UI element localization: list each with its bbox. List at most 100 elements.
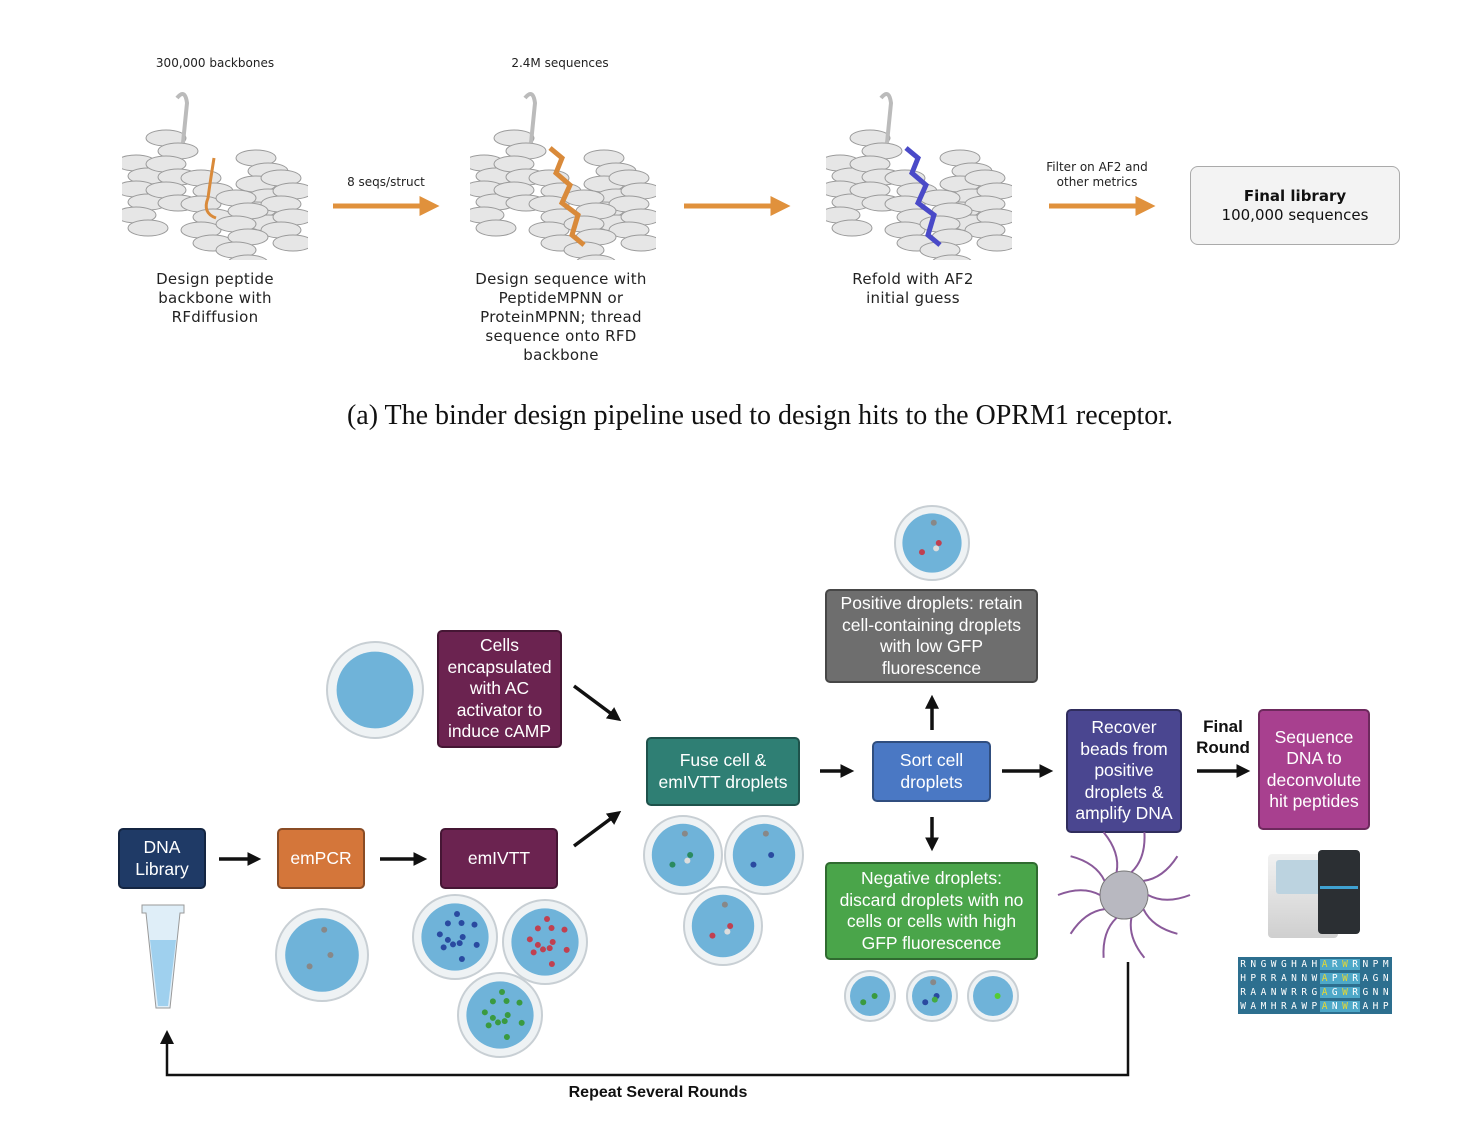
- sequence-residue: R: [1260, 972, 1267, 984]
- sequence-residue: A: [1362, 972, 1369, 984]
- sequence-count: 2.4M sequences: [511, 56, 609, 70]
- sequence-residue: R: [1350, 958, 1361, 970]
- sequence-residue: H: [1372, 1000, 1379, 1012]
- helix-segment: [475, 219, 517, 237]
- helix-segment: [831, 219, 873, 237]
- sequence-residue: N: [1362, 958, 1369, 970]
- sequence-residue: G: [1311, 986, 1318, 998]
- sequence-box: Sequence DNA to deconvolute hit peptides: [1258, 709, 1370, 830]
- arrow-label-3: Filter on AF2 and other metrics: [1046, 160, 1148, 189]
- sequence-residue: W: [1311, 972, 1318, 984]
- sequence-residue: G: [1362, 986, 1369, 998]
- sequence-residue: A: [1250, 1000, 1257, 1012]
- protein-structure-1: [122, 92, 308, 260]
- sequence-residue: N: [1301, 972, 1308, 984]
- sequence-residue: R: [1240, 958, 1246, 970]
- positive-droplets-box: Positive droplets: retain cell-containin…: [825, 589, 1038, 683]
- repeat-loop-line: [165, 962, 1130, 1077]
- step-3-label: Refold with AF2 initial guess: [852, 270, 974, 307]
- sequence-residue: R: [1270, 972, 1277, 984]
- sequence-residue: A: [1280, 972, 1287, 984]
- sequence-residue: A: [1319, 1000, 1330, 1012]
- arrow-label-1: 8 seqs/struct: [347, 175, 425, 189]
- backbone-count: 300,000 backbones: [155, 56, 275, 70]
- sequence-residue: M: [1382, 958, 1389, 970]
- sequence-residue: N: [1372, 986, 1379, 998]
- empcr-box: emPCR: [277, 828, 365, 889]
- helix-segment: [127, 219, 169, 237]
- helix-segment: [932, 254, 972, 260]
- sequence-residue: R: [1350, 1000, 1361, 1012]
- sequence-residue: G: [1372, 972, 1379, 984]
- repeat-label: Repeat Several Rounds: [568, 1084, 748, 1101]
- sequence-residue: W: [1280, 986, 1287, 998]
- sequence-residue: P: [1329, 972, 1340, 984]
- sequence-residue: N: [1382, 972, 1389, 984]
- sequence-residue: R: [1280, 1000, 1287, 1012]
- sequence-residue: A: [1250, 986, 1257, 998]
- sequence-residue: N: [1250, 958, 1257, 970]
- sort-box: Sort cell droplets: [872, 741, 991, 802]
- protein-structure-3: [826, 92, 1012, 260]
- sequence-residue: A: [1260, 986, 1267, 998]
- helix-segment: [976, 234, 1012, 252]
- sequence-residue: R: [1350, 972, 1361, 984]
- protein-structure-2: [470, 92, 656, 260]
- recover-box: Recover beads from positive droplets & a…: [1066, 709, 1182, 833]
- sequence-residue: W: [1339, 958, 1351, 970]
- repeat-loop-arrowhead: [160, 1030, 174, 1044]
- sequence-residue: R: [1301, 986, 1308, 998]
- sequence-residue: R: [1291, 986, 1297, 998]
- sequence-residue: N: [1270, 986, 1277, 998]
- sequence-residue: W: [1339, 1000, 1351, 1012]
- sequence-residue: H: [1311, 958, 1318, 970]
- sequence-residue: H: [1240, 972, 1246, 984]
- sequence-residue: H: [1291, 958, 1297, 970]
- helix-segment: [228, 254, 268, 260]
- sequence-residue: G: [1329, 986, 1340, 998]
- sequence-residue: W: [1339, 972, 1351, 984]
- peptide-backbone: [204, 157, 217, 220]
- sequence-residue: N: [1329, 1000, 1340, 1012]
- loop: [523, 92, 538, 144]
- step-2-label: Design sequence with PeptideMPNN or Prot…: [475, 270, 647, 364]
- helix-segment: [620, 234, 656, 252]
- final-library-title: Final library: [1243, 187, 1347, 205]
- sequence-residue: H: [1270, 1000, 1277, 1012]
- sequence-residue: R: [1350, 986, 1361, 998]
- peptide-sticks: [904, 146, 942, 247]
- sequence-residue: R: [1329, 958, 1340, 970]
- final-library-box: Final library 100,000 sequences: [1190, 166, 1400, 245]
- sequence-residue: R: [1240, 986, 1246, 998]
- step-1-label: Design peptide backbone with RFdiffusion: [156, 270, 274, 326]
- loop: [879, 92, 894, 144]
- sequence-residue: W: [1301, 1000, 1308, 1012]
- sequence-residue: M: [1260, 1000, 1267, 1012]
- sequence-residue: A: [1319, 986, 1330, 998]
- peptide-sticks: [548, 146, 586, 247]
- sequence-residue: A: [1301, 958, 1308, 970]
- sequence-residue: P: [1250, 972, 1257, 984]
- sequence-residue: G: [1260, 958, 1267, 970]
- sequence-residue: A: [1291, 1000, 1297, 1012]
- sequence-residue: G: [1280, 958, 1287, 970]
- dna-library-box: DNA Library: [118, 828, 206, 889]
- sequence-residue: A: [1319, 958, 1330, 970]
- negative-droplets-box: Negative droplets: discard droplets with…: [825, 862, 1038, 960]
- helix-segment: [272, 234, 308, 252]
- loop: [175, 92, 190, 144]
- sequence-residue: A: [1362, 1000, 1369, 1012]
- final-library-subtitle: 100,000 sequences: [1221, 206, 1369, 224]
- final-round-label: Final Round: [1196, 717, 1250, 757]
- sequence-residue: P: [1382, 1000, 1389, 1012]
- caption: (a) The binder design pipeline used to d…: [346, 400, 1174, 431]
- sequence-residue: N: [1382, 986, 1389, 998]
- sequence-residue: W: [1240, 1000, 1246, 1012]
